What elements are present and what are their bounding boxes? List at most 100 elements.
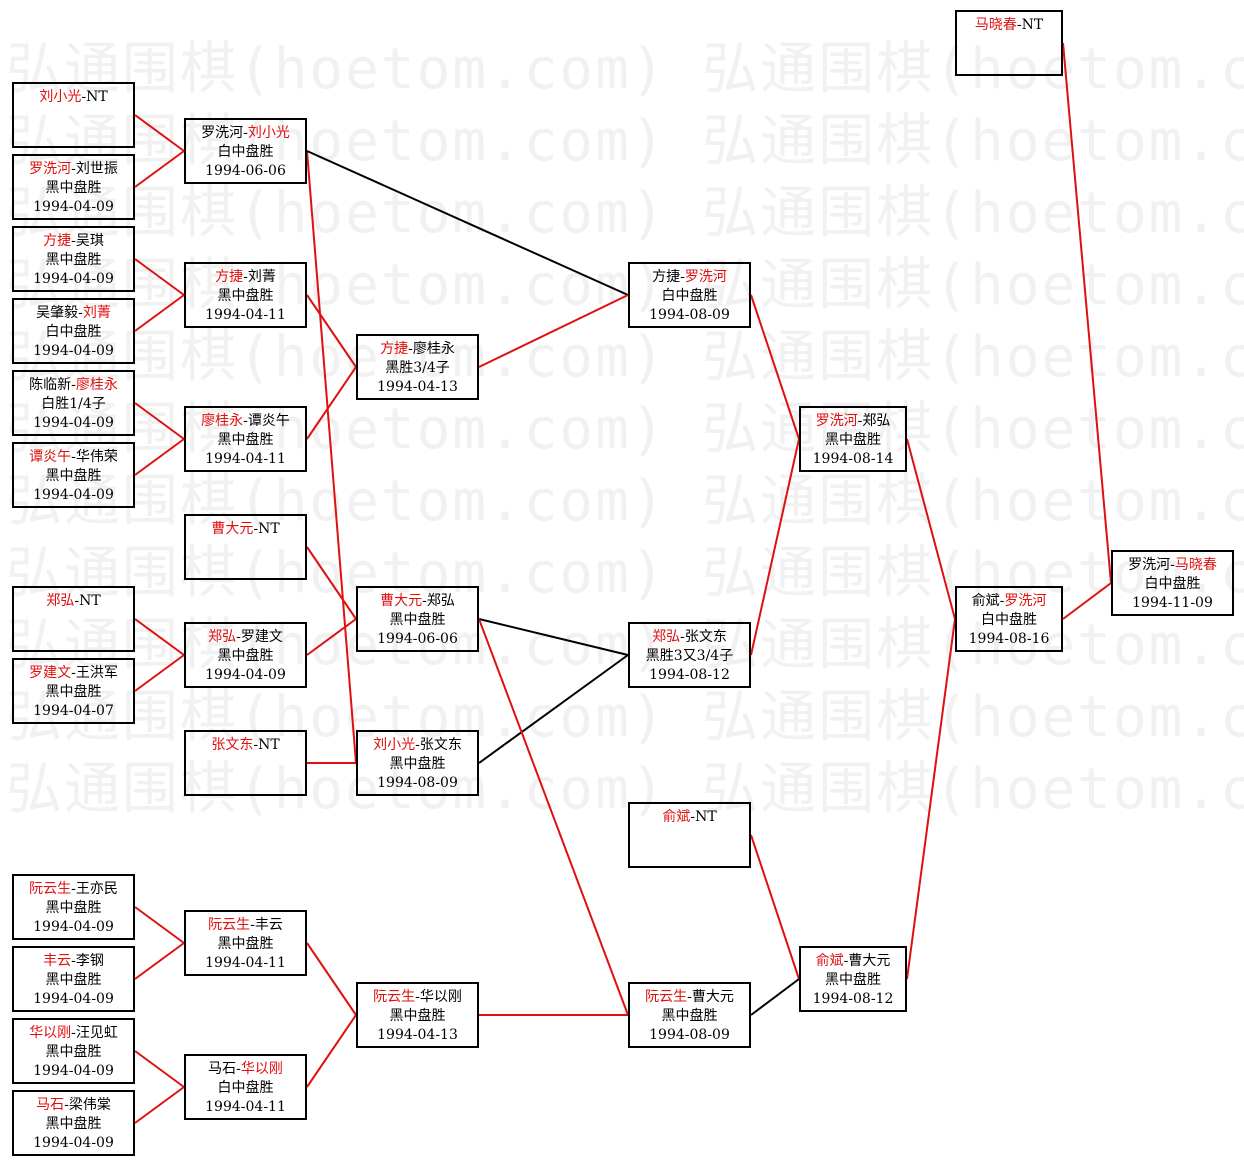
player-black: 吴肇毅 [36, 305, 79, 321]
player-black: 马石 [208, 1061, 237, 1077]
match-box-r2f: 张文东-NT [184, 730, 307, 796]
match-result: 黑中盘胜 [661, 1008, 718, 1024]
player-black: 罗洗河 [29, 161, 72, 177]
match-players: 谭炎午-华伟荣 [29, 449, 118, 465]
match-players: 罗洗河-郑弘 [815, 413, 891, 429]
match-players: 陈临新-廖桂永 [29, 377, 118, 393]
bracket-link-r4a-r5a [750, 294, 800, 440]
match-box-r1a: 刘小光-NT [12, 82, 135, 148]
match-players: 吴肇毅-刘菁 [36, 305, 111, 321]
match-date: 1994-08-12 [649, 667, 730, 683]
match-result: 黑中盘胜 [217, 936, 274, 952]
match-date: 1994-08-09 [649, 307, 730, 323]
match-result: 白中盘胜 [981, 612, 1037, 628]
match-players: 马晓春-NT [974, 17, 1044, 33]
bracket-link-r5b-r6a [906, 618, 956, 980]
player-black: 马晓春 [974, 17, 1017, 33]
match-result: 黑中盘胜 [45, 252, 102, 268]
player-black: 阮云生 [645, 989, 688, 1005]
match-box-r4c: 俞斌-NT [628, 802, 751, 868]
match-date: 1994-08-16 [968, 631, 1050, 647]
bracket-link-r2b-r3a [306, 294, 357, 368]
match-result: 黑中盘胜 [45, 1044, 102, 1060]
player-white: 刘菁 [247, 269, 276, 285]
bracket-link-r1l-r2h [134, 1086, 185, 1124]
player-white: NT [258, 521, 280, 537]
player-black: 罗洗河 [815, 413, 858, 429]
player-white: 汪见虹 [75, 1025, 118, 1041]
match-date: 1994-11-09 [1132, 595, 1213, 611]
player-white: 廖桂永 [412, 341, 455, 357]
player-white: NT [79, 593, 101, 609]
match-result: 黑中盘胜 [45, 468, 102, 484]
match-date: 1994-04-09 [205, 667, 286, 683]
match-players: 丰云-李钢 [43, 953, 104, 969]
match-players: 罗建文-王洪军 [29, 665, 118, 681]
match-date: 1994-04-11 [205, 1099, 286, 1115]
player-black: 曹大元 [380, 593, 423, 609]
player-black: 郑弘 [652, 629, 681, 645]
match-date: 1994-04-11 [205, 451, 286, 467]
match-box-r6b: 马晓春-NT [955, 10, 1063, 76]
match-result: 黑中盘胜 [389, 756, 446, 772]
match-date: 1994-06-06 [377, 631, 458, 647]
match-result: 黑中盘胜 [217, 648, 274, 664]
player-white: 王洪军 [75, 665, 118, 681]
match-players: 马石-华以刚 [208, 1061, 283, 1077]
player-white: 郑弘 [426, 593, 455, 609]
bracket-link-r3b-r4b [478, 618, 629, 656]
match-result: 黑中盘胜 [825, 432, 881, 448]
match-date: 1994-04-07 [33, 703, 114, 719]
bracket-link-r1h-r2e [134, 654, 185, 692]
match-players: 方捷-罗洗河 [652, 269, 727, 285]
match-result: 白中盘胜 [661, 288, 718, 304]
bracket-link-r4b-r5a [750, 438, 800, 656]
player-white: 张文东 [419, 737, 462, 753]
match-players: 阮云生-王亦民 [29, 881, 118, 897]
player-white: 罗洗河 [1004, 593, 1047, 609]
bracket-link-r1i-r2g [134, 906, 185, 944]
match-date: 1994-04-09 [33, 199, 114, 215]
player-white: 罗建文 [240, 629, 283, 645]
match-players: 俞斌-NT [662, 809, 717, 825]
player-white: 刘世振 [75, 161, 118, 177]
match-result: 白中盘胜 [45, 324, 102, 340]
player-white: NT [86, 89, 108, 105]
player-black: 俞斌 [815, 953, 844, 969]
player-black: 俞斌 [662, 809, 691, 825]
player-white: 谭炎午 [247, 413, 290, 429]
match-result: 黑中盘胜 [389, 1008, 446, 1024]
match-date: 1994-04-11 [205, 307, 286, 323]
bracket-link-r2h-r3d [306, 1014, 357, 1088]
player-white: 华以刚 [240, 1061, 283, 1077]
match-date: 1994-04-09 [33, 919, 114, 935]
match-players: 郑弘-罗建文 [208, 629, 283, 645]
match-date: 1994-04-09 [33, 343, 114, 359]
player-black: 郑弘 [46, 593, 75, 609]
player-black: 郑弘 [208, 629, 237, 645]
bracket-link-r1j-r2g [134, 942, 185, 980]
bracket-link-r4d-r5b [750, 978, 800, 1016]
match-result: 黑中盘胜 [825, 972, 881, 988]
match-players: 罗洗河-马晓春 [1128, 557, 1217, 573]
match-players: 马石-梁伟棠 [36, 1097, 111, 1113]
bracket-link-r6b-r7a [1062, 42, 1112, 584]
match-players: 俞斌-曹大元 [815, 953, 891, 969]
match-result: 黑中盘胜 [45, 684, 102, 700]
player-black: 谭炎午 [29, 449, 72, 465]
match-result: 黑胜3又3/4子 [645, 648, 734, 664]
bracket-link-r5a-r6a [906, 438, 956, 620]
player-black: 方捷 [43, 233, 72, 249]
match-players: 郑弘-张文东 [652, 629, 727, 645]
match-box-r2d: 曹大元-NT [184, 514, 307, 580]
